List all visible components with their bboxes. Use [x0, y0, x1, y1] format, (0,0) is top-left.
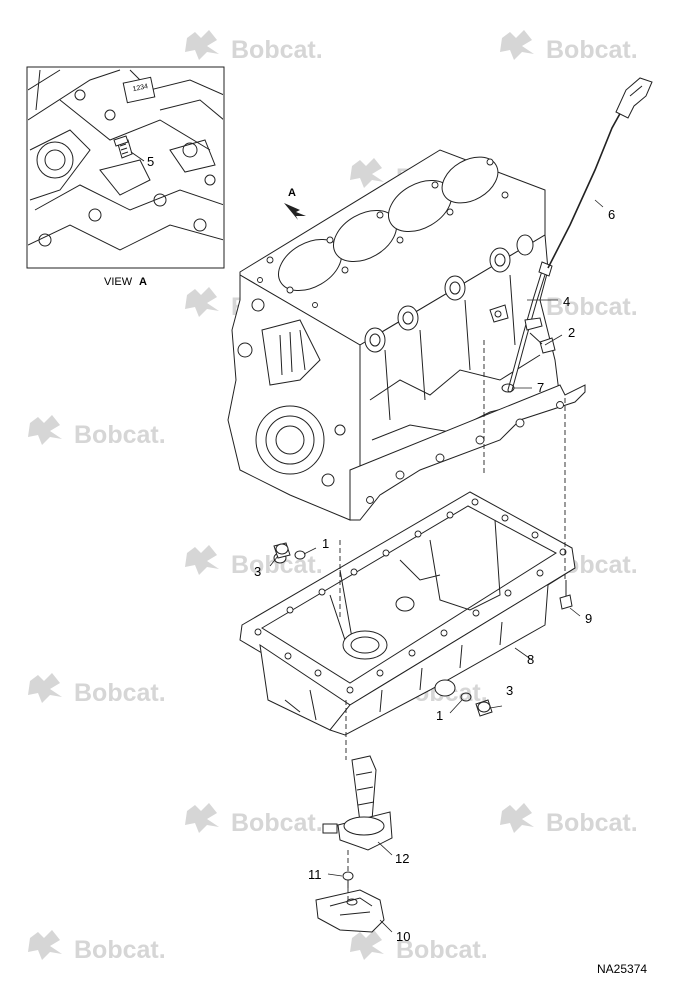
bolt-9 — [559, 580, 573, 610]
callout-12: 12 — [395, 851, 409, 866]
watermark-text: Bobcat. — [396, 936, 488, 964]
callout-4: 4 — [563, 294, 570, 309]
callout-8: 8 — [527, 652, 534, 667]
drawing-id: NA25374 — [597, 962, 647, 976]
decal-text: 1234 — [132, 83, 149, 93]
callout-1-upper: 1 — [322, 536, 329, 551]
watermark-text: Bobcat. — [546, 809, 638, 837]
inset-caption-letter: A — [139, 276, 147, 288]
watermark-text: Bobcat. — [74, 421, 166, 449]
oil-pan-8 — [239, 491, 576, 736]
callout-7: 7 — [537, 380, 544, 395]
callout-10: 10 — [396, 929, 410, 944]
oil-strainer-12 — [322, 755, 393, 851]
watermark: Bobcat. — [28, 415, 166, 449]
view-arrow-label: A — [288, 187, 296, 199]
watermark-text: Bobcat. — [546, 293, 638, 321]
leader-lines — [269, 199, 604, 933]
watermark: Bobcat. — [350, 930, 488, 964]
drain-plug-3-upper — [273, 542, 291, 559]
watermark-text: Bobcat. — [231, 809, 323, 837]
washer-1-upper — [294, 550, 306, 560]
inset-caption-view: VIEW — [104, 276, 133, 288]
callout-5: 5 — [147, 154, 154, 169]
bolt-11 — [342, 871, 354, 888]
watermark-text: Bobcat. — [546, 36, 638, 64]
watermark-text: Bobcat. — [74, 936, 166, 964]
assembly-lines — [339, 340, 566, 900]
watermark: Bobcat. — [185, 803, 323, 837]
callout-1-lower: 1 — [436, 708, 443, 723]
watermark: Bobcat. — [500, 30, 638, 64]
watermark-text: Bobcat. — [231, 36, 323, 64]
washer-1-lower — [460, 692, 472, 702]
watermark: Bobcat. — [500, 803, 638, 837]
inset-view-a: 5 1234 VIEW A — [26, 66, 225, 288]
view-arrow-a: A — [284, 187, 306, 220]
callout-11: 11 — [308, 867, 322, 882]
callout-3-lower: 3 — [506, 683, 513, 698]
inset-block-drawing — [28, 69, 223, 251]
callout-2: 2 — [568, 325, 575, 340]
engine-block — [227, 149, 586, 521]
sensor-part-5 — [113, 135, 133, 159]
dipstick-6 — [547, 77, 653, 269]
bracket-10 — [315, 889, 385, 933]
watermark: Bobcat. — [28, 930, 166, 964]
callout-3-upper: 3 — [254, 564, 261, 579]
callout-6: 6 — [608, 207, 615, 222]
watermark-text: Bobcat. — [74, 679, 166, 707]
watermark: Bobcat. — [28, 673, 166, 707]
callout-9: 9 — [585, 611, 592, 626]
drain-plug-3-lower — [475, 699, 493, 717]
watermark: Bobcat. — [185, 30, 323, 64]
